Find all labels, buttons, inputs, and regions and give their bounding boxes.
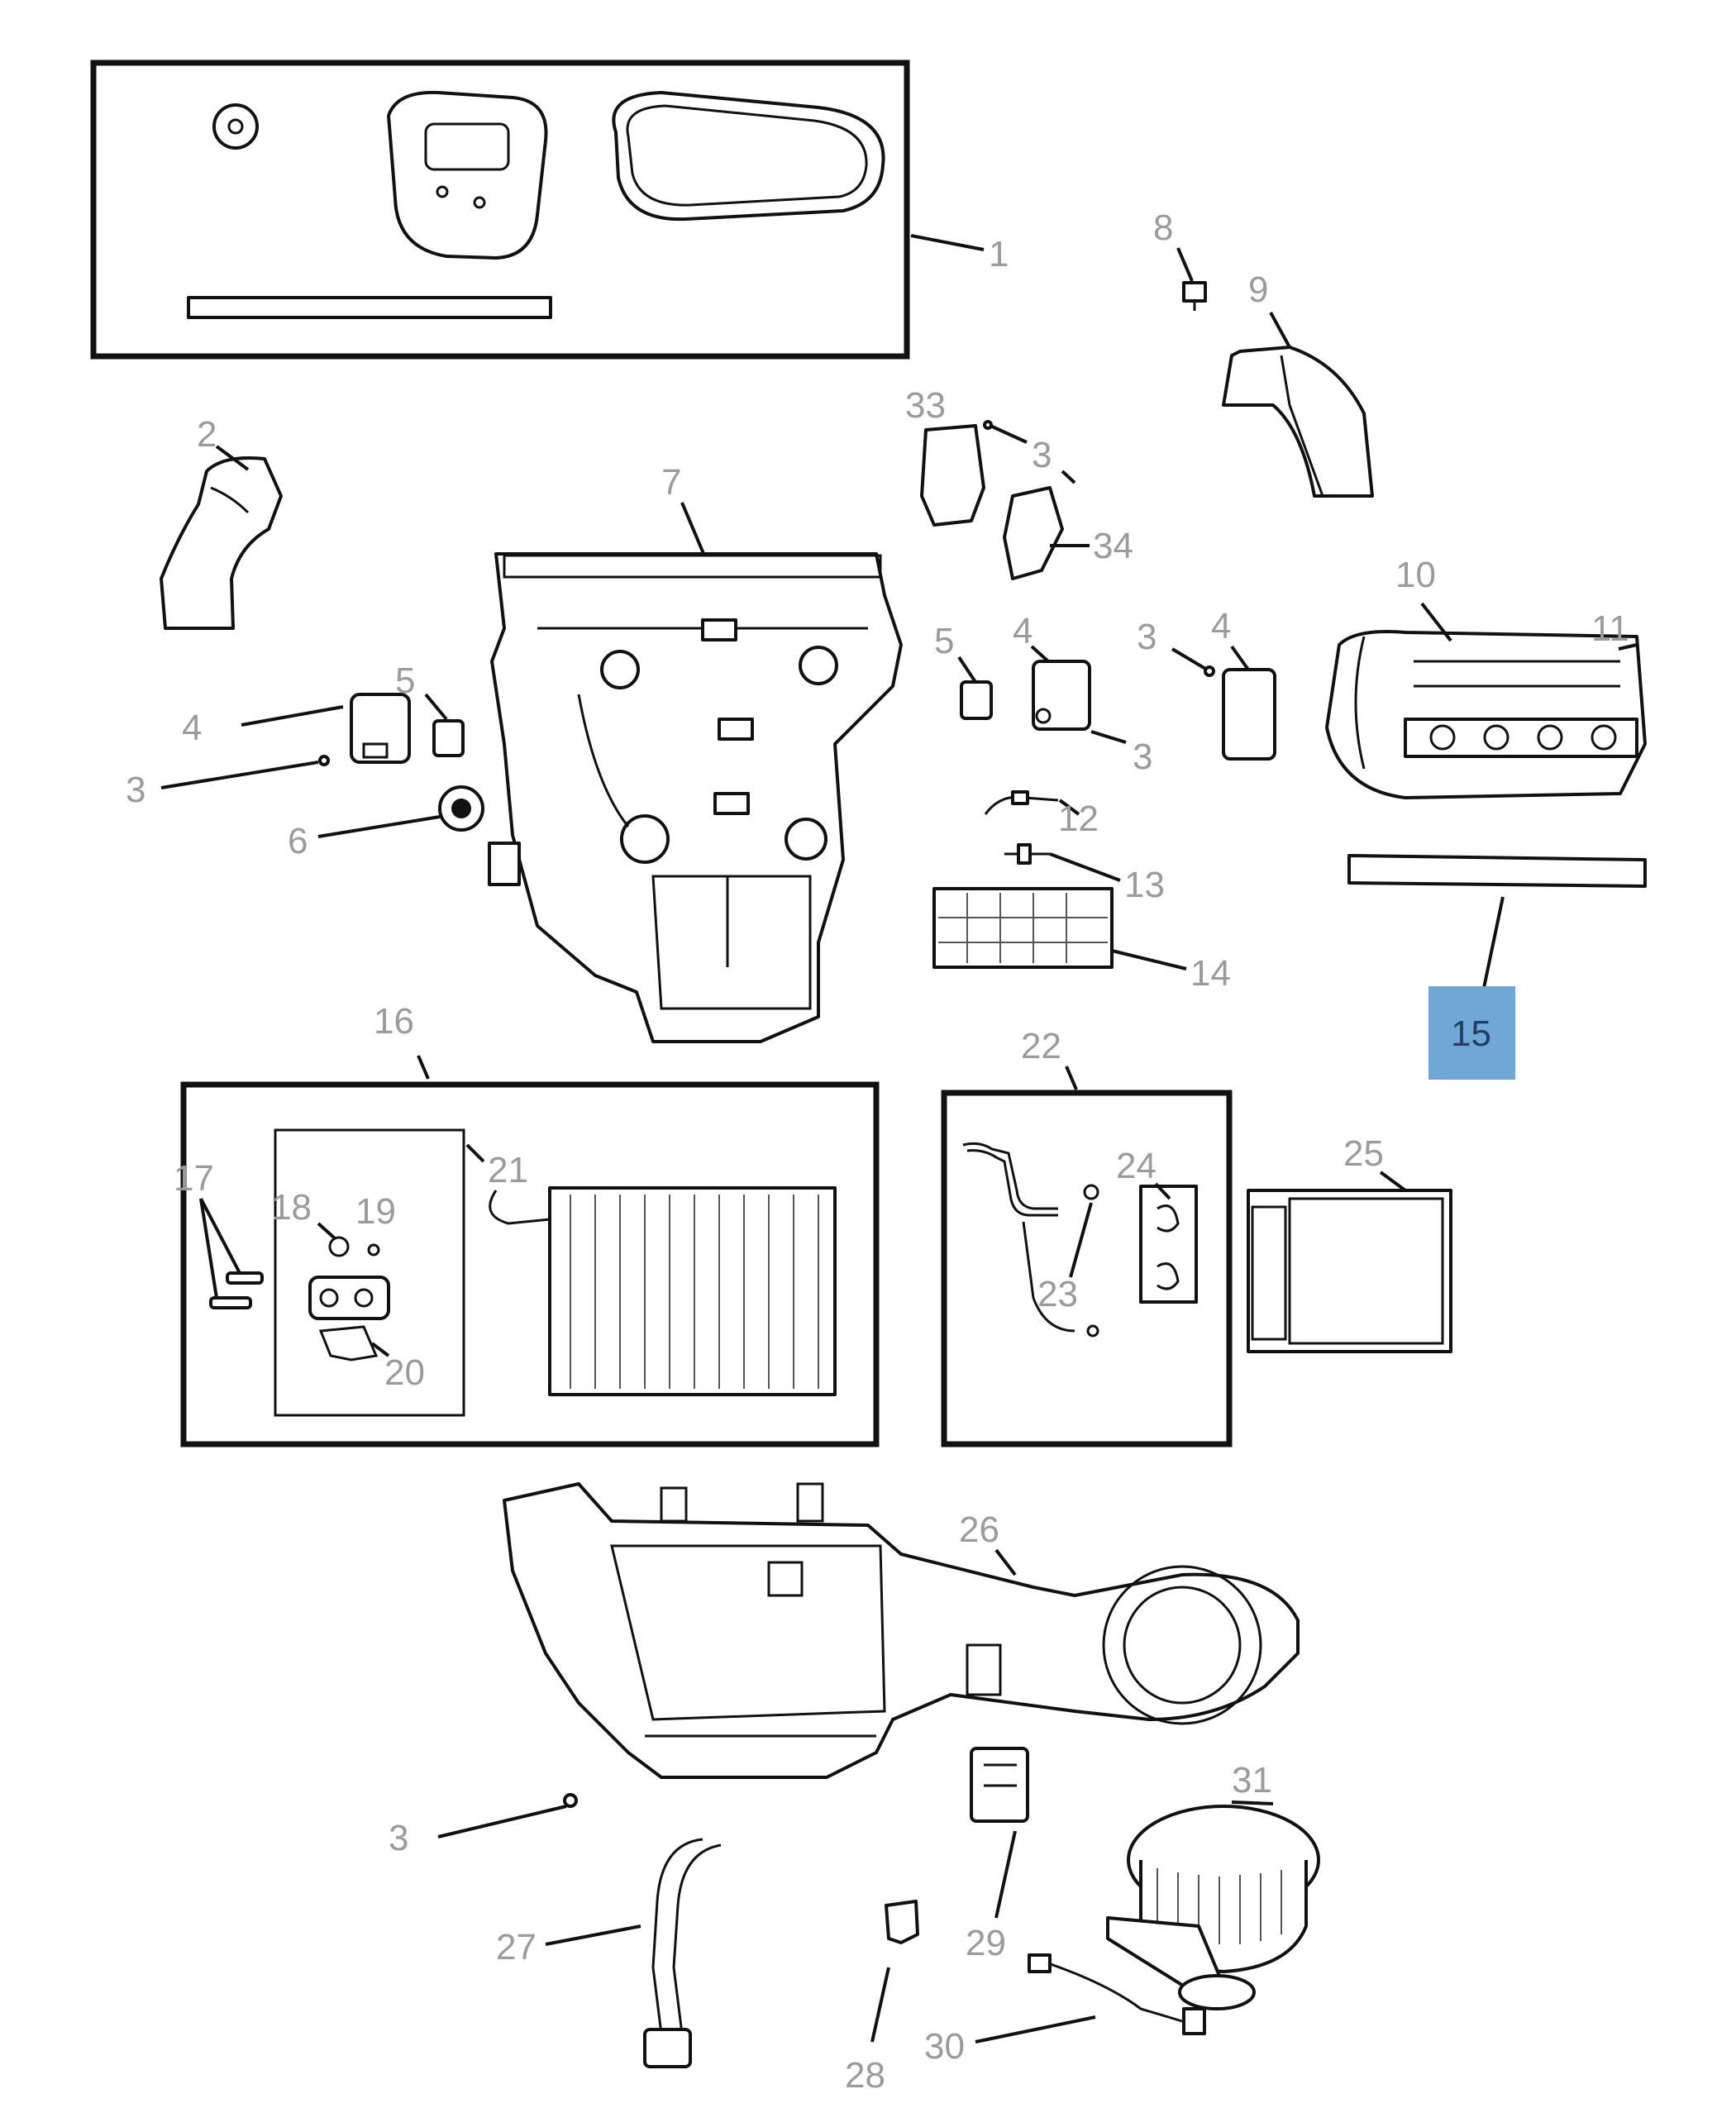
callout-24: 24 <box>1116 1146 1157 1186</box>
part-5-motor-left <box>432 719 465 757</box>
callout-26: 26 <box>959 1509 999 1550</box>
callout-9: 9 <box>1248 269 1268 310</box>
callout-5-left: 5 <box>395 661 415 701</box>
part-5-motor-center <box>960 680 993 720</box>
callout-27: 27 <box>496 1927 537 1967</box>
kit-box-1 <box>90 60 910 360</box>
callout-4-left: 4 <box>182 708 202 748</box>
callout-31: 31 <box>1232 1760 1272 1800</box>
part-27-drain-hose <box>643 1838 722 2068</box>
callout-12: 12 <box>1058 799 1099 839</box>
part-13-clip <box>1004 843 1050 865</box>
callout-4-center: 4 <box>1013 611 1033 651</box>
part-9-duct <box>1222 346 1374 498</box>
callout-18: 18 <box>271 1187 312 1228</box>
callout-13: 13 <box>1124 865 1165 905</box>
part-21-evaporator-fins <box>570 1195 819 1389</box>
callout-21: 21 <box>488 1150 528 1190</box>
callout-3-right: 3 <box>1137 617 1157 657</box>
part-30-wire-harness <box>1028 1953 1206 2035</box>
callout-5-center: 5 <box>934 621 954 661</box>
part-4-actuator-center <box>1032 660 1091 731</box>
part-2-duct <box>160 456 283 630</box>
callout-17: 17 <box>174 1158 214 1199</box>
callout-33: 33 <box>905 385 946 426</box>
part-34-actuator <box>1003 486 1064 580</box>
callout-6: 6 <box>288 821 308 861</box>
callout-2: 2 <box>197 414 217 455</box>
part-15-cabin-filter <box>1347 854 1647 888</box>
part-8-sensor <box>1182 281 1207 311</box>
callout-8: 8 <box>1153 207 1173 248</box>
callout-28: 28 <box>845 2055 885 2096</box>
callout-1: 1 <box>989 234 1009 274</box>
part-4-actuator-left <box>350 693 411 764</box>
part-29-resistor <box>970 1747 1029 1823</box>
callout-11: 11 <box>1591 608 1629 649</box>
callout-3-center: 3 <box>1133 737 1152 777</box>
callout-19: 19 <box>355 1191 396 1232</box>
part-33-actuator <box>920 424 985 527</box>
callout-25: 25 <box>1343 1133 1384 1174</box>
callout-15-highlight <box>1428 986 1515 1080</box>
part-26-lower-housing <box>503 1482 1300 1779</box>
callout-22: 22 <box>1021 1026 1061 1066</box>
part-28-clip <box>885 1900 919 1944</box>
part-31-blower-motor <box>1106 1805 1320 2010</box>
callout-30: 30 <box>924 2026 965 2067</box>
part-25-heater-core <box>1247 1189 1452 1353</box>
callout-3-bottom: 3 <box>389 1818 408 1858</box>
callout-34: 34 <box>1093 526 1133 566</box>
part-6-grommet <box>438 785 484 832</box>
callout-10: 10 <box>1395 555 1436 595</box>
callout-14: 14 <box>1190 953 1231 994</box>
callout-4-right: 4 <box>1211 606 1231 646</box>
part-14-heater-core <box>932 887 1114 969</box>
part-4-actuator-right <box>1222 668 1276 761</box>
leader-1 <box>910 234 985 251</box>
callout-20: 20 <box>384 1352 425 1393</box>
kit-box-16 <box>180 1081 880 1447</box>
callout-3-top: 3 <box>1032 435 1052 475</box>
callout-29: 29 <box>966 1923 1006 1963</box>
callout-3-left: 3 <box>126 770 145 810</box>
part-7-main-housing <box>488 552 903 1043</box>
part-12-sensor-wire <box>984 790 1059 815</box>
kit-box-22 <box>941 1090 1233 1447</box>
part-10-blower-housing <box>1325 630 1647 799</box>
callout-7: 7 <box>661 462 681 503</box>
callout-15: 15 <box>1451 1013 1491 1054</box>
callout-16: 16 <box>374 1001 414 1042</box>
callout-23: 23 <box>1037 1274 1078 1314</box>
